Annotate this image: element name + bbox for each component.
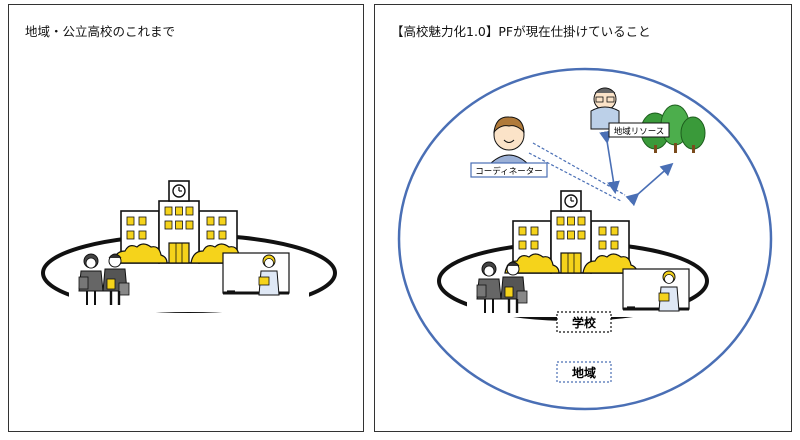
arrow-resource-to-school <box>599 130 620 195</box>
school-building <box>112 180 246 264</box>
left-panel: 地域・公立高校のこれまで <box>8 4 364 432</box>
coordinator-label: コーディネーター <box>475 166 542 177</box>
resource-label: 地域リソース <box>614 126 665 137</box>
right-panel-title: 【高校魅力化1.0】PFが現在仕掛けていること <box>391 24 651 39</box>
school-label: 学校 <box>572 315 597 330</box>
resource-label-box <box>608 122 670 138</box>
region-label-box <box>556 361 612 383</box>
teacher-board <box>621 267 691 313</box>
left-diagram <box>41 180 337 313</box>
school-label-box <box>556 311 612 333</box>
region-label: 地域 <box>572 365 596 380</box>
left-panel-title: 地域・公立高校のこれまで <box>25 24 176 39</box>
coordinator-label-box <box>470 162 548 178</box>
region-circle <box>397 67 773 411</box>
teacher-board <box>221 251 291 297</box>
dotted-link-2 <box>528 152 622 202</box>
arrow-school-to-forest <box>625 162 674 207</box>
school-building <box>504 190 638 274</box>
right-panel: 【高校魅力化1.0】PFが現在仕掛けていること コーディネーター <box>374 4 792 432</box>
dotted-link-1 <box>532 142 626 196</box>
right-diagram: コーディネーター 地域リソース <box>397 67 773 411</box>
